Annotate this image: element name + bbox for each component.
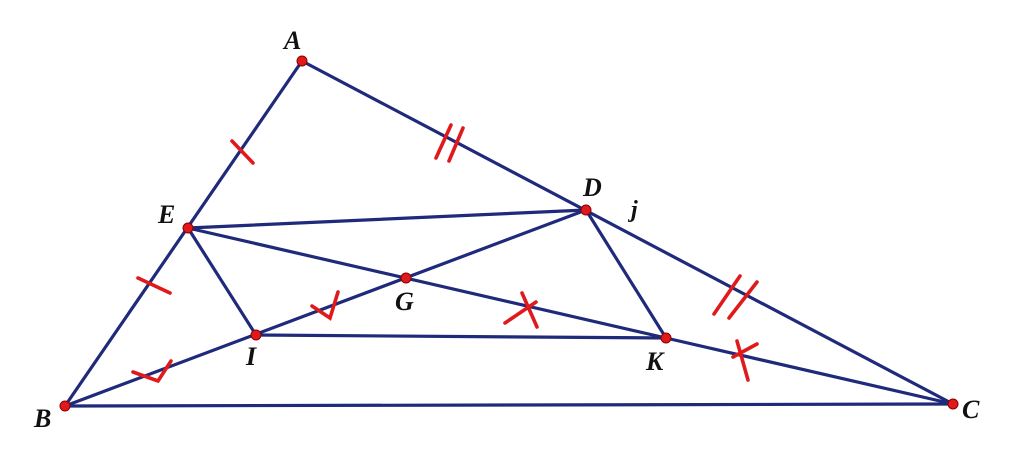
point-E — [182, 222, 194, 234]
label-G: G — [395, 287, 414, 316]
tick-KC-2 — [735, 339, 750, 382]
segment-BC — [63, 402, 955, 408]
label-E: E — [157, 200, 175, 229]
segment-AC — [300, 59, 955, 406]
tick-BI — [131, 359, 173, 384]
label-I: I — [245, 342, 257, 371]
point-I — [250, 329, 262, 341]
label-B: B — [33, 404, 51, 433]
tick-AD-2 — [447, 126, 465, 163]
tick-EB — [136, 276, 172, 295]
tick-GK-2 — [520, 291, 539, 329]
point-B — [59, 400, 71, 412]
label-j: j — [627, 197, 638, 223]
segment-EI — [186, 226, 258, 337]
segment-ED — [186, 208, 588, 230]
label-C: C — [962, 395, 980, 424]
tick-AD-1 — [434, 123, 453, 160]
point-C — [947, 398, 959, 410]
point-D — [580, 204, 592, 216]
label-K: K — [645, 347, 665, 376]
point-labels: A B C D E G I K j — [33, 26, 980, 433]
segment-EK — [186, 226, 668, 340]
point-K — [660, 332, 672, 344]
point-A — [296, 55, 308, 67]
tick-DC-1 — [712, 274, 742, 316]
tick-AE — [230, 139, 255, 165]
segment-KC — [664, 336, 955, 406]
label-A: A — [282, 26, 301, 55]
segment-BD — [63, 208, 588, 408]
segment-AB — [63, 59, 304, 408]
label-D: D — [582, 173, 602, 202]
tick-KC-1 — [731, 342, 759, 359]
tick-IG — [310, 290, 340, 321]
segment-DK — [584, 208, 668, 340]
point-G — [400, 272, 412, 284]
segments — [63, 59, 955, 408]
points — [59, 55, 959, 412]
segment-IK — [254, 333, 668, 340]
tick-DC-2 — [727, 280, 759, 320]
tick-GK-1 — [503, 300, 538, 325]
tick-marks — [131, 123, 759, 384]
